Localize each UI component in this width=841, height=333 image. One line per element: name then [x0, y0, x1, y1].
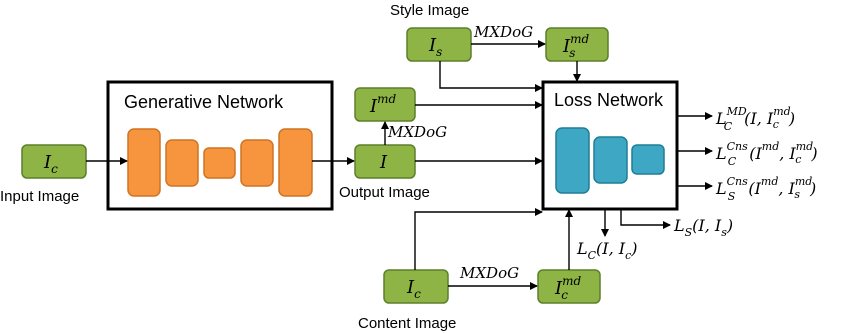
gen-layer-1	[127, 128, 161, 197]
node-style-label: Is	[428, 35, 442, 59]
generative-network-title: Generative Network	[124, 92, 284, 112]
node-content-label: Ic	[406, 277, 421, 301]
op-content-label: MXDoG	[459, 264, 519, 282]
loss-network-title: Loss Network	[554, 90, 664, 110]
gen-layer-2	[165, 139, 199, 187]
op-style-label: MXDoG	[473, 23, 533, 41]
arrow-style-to-loss	[439, 61, 543, 92]
node-input-label: Ic	[43, 152, 58, 176]
style-image-label: Style Image	[390, 2, 469, 19]
gen-layer-4	[240, 139, 274, 187]
node-output-label: I	[379, 152, 388, 173]
node-output-md-label: Imd	[369, 92, 397, 117]
loss-s: LS(I, Is)	[673, 216, 733, 239]
loss-layer-2	[593, 136, 628, 184]
loss-layer-1	[555, 127, 590, 194]
op-output-label: MXDoG	[387, 123, 447, 141]
generative-layers	[127, 128, 313, 197]
loss-layers	[555, 127, 665, 194]
arrow-loss-to-ls	[620, 209, 671, 229]
loss-layer-3	[631, 144, 665, 175]
arrow-content-to-loss	[414, 208, 543, 270]
content-image-label: Content Image	[358, 315, 456, 332]
input-image-label: Input Image	[0, 188, 79, 205]
loss-c: LC(I, Ic)	[576, 239, 638, 262]
gen-layer-3	[203, 147, 236, 179]
gen-layer-5	[278, 128, 313, 197]
output-image-label: Output Image	[339, 184, 430, 201]
